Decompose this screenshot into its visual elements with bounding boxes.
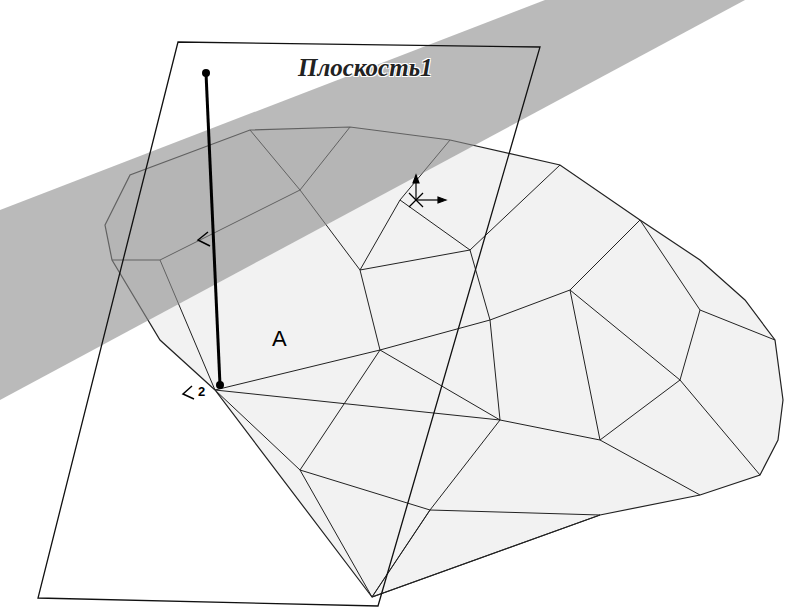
sketch-point — [216, 381, 224, 389]
plane-outline — [38, 42, 540, 606]
axis-triad — [409, 175, 446, 207]
relation-symbol — [198, 232, 210, 246]
relation-number: 2 — [198, 385, 205, 399]
section-band — [0, 0, 745, 400]
relation-symbol — [183, 386, 194, 399]
sketch-line — [206, 73, 220, 385]
point-label: A — [272, 327, 287, 351]
sketch-point — [202, 69, 210, 77]
plane-name: Плоскость1 — [298, 54, 433, 82]
